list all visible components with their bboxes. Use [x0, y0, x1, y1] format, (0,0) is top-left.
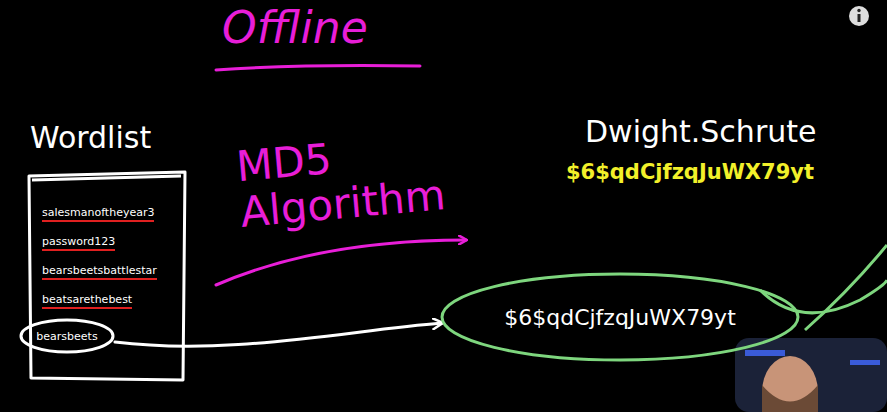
candidate-word: bearsbeets	[36, 330, 97, 343]
outline	[442, 274, 798, 360]
hash-label: $6$qdCjfzqJuWX79yt	[566, 160, 814, 184]
title: Offline	[222, 2, 368, 53]
wordlist-heading: Wordlist	[30, 120, 151, 155]
hash-text: $6$qdCjfzqJuWX79yt	[440, 272, 800, 362]
wordlist-entry: bearsbeetsbattlestar	[42, 264, 157, 280]
wordlist-entry: password123	[42, 235, 115, 251]
wordlist-entry: beatsarethebest	[42, 293, 132, 309]
hash-value: $6$qdCjfzqJuWX79yt	[504, 305, 736, 330]
info-icon	[849, 6, 869, 26]
algorithm-label: MD5 Algorithm	[234, 124, 473, 236]
username-label: Dwight.Schrute	[585, 114, 816, 149]
hash-ellipse: bearsbeets	[19, 318, 115, 354]
title-underline	[216, 66, 420, 71]
wordlist-border	[29, 172, 185, 380]
algorithm-arrow	[216, 240, 466, 285]
green-line	[805, 245, 887, 330]
hash-ellipse: $6$qdCjfzqJuWX79yt	[440, 272, 800, 362]
outline	[21, 320, 113, 352]
wordlist-entry: salesmanoftheyear3	[42, 206, 154, 222]
word-text: bearsbeets	[19, 318, 115, 354]
wordlist-box: bearsbeets Wordlist salesmanoftheyear3 pass…	[27, 118, 189, 384]
connector-arrow	[115, 323, 442, 346]
presenter-video	[735, 338, 887, 412]
